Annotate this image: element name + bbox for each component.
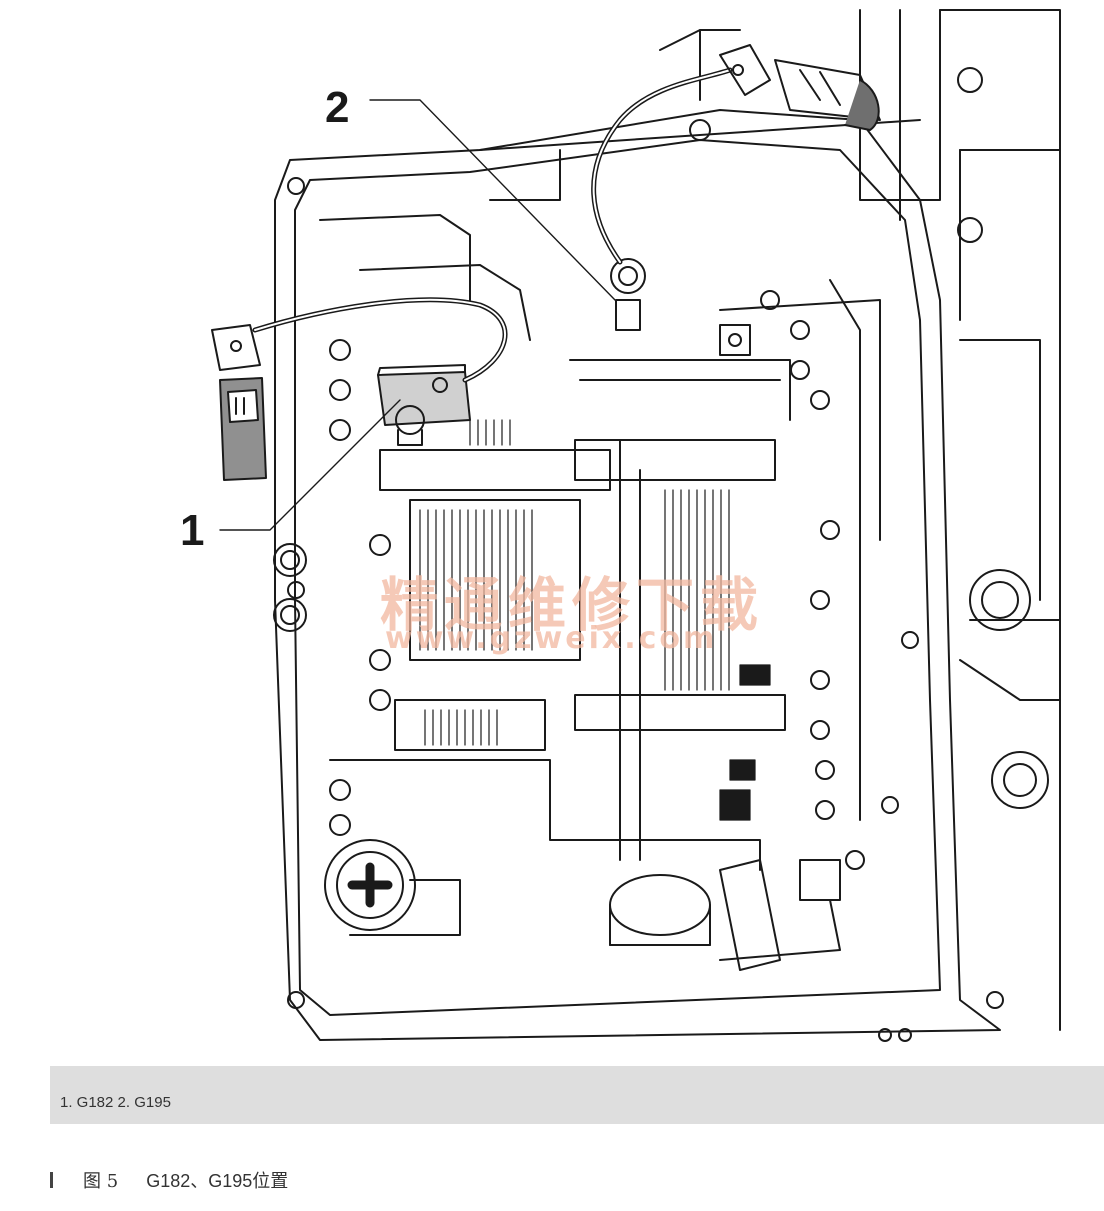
hydraulic-channels [319, 214, 881, 961]
accumulator-left [324, 839, 461, 936]
watermark-text: 精通维修下载 [380, 571, 764, 639]
legend-text: 1. G182 2. G195 [60, 1094, 171, 1111]
watermark-url: www.gzweix.com [385, 621, 717, 656]
accumulator-middle [609, 859, 781, 971]
valve-body-plate [273, 109, 1004, 1041]
legend-band: 1. G182 2. G195 [50, 1066, 1104, 1124]
sensor-g195 [591, 44, 881, 331]
figure-number: 图 5 [83, 1171, 119, 1192]
callout-leaders [219, 99, 616, 531]
callout-2: 2 [325, 83, 349, 132]
left-passage-holes [329, 339, 391, 836]
bolts [878, 796, 912, 1042]
figure-caption: 图 5 G182、G195位置 [50, 1166, 288, 1194]
figure-title: G182、G195位置 [146, 1171, 289, 1191]
valve-body-diagram: 1 2 精通维修下载 www.gzweix.com [180, 9, 1061, 1042]
transmission-housing [479, 9, 1061, 1031]
sensor-g182 [211, 297, 508, 481]
caption-bar-marker [50, 1172, 53, 1188]
spool-stacks [419, 419, 771, 821]
right-passage-holes [760, 290, 865, 870]
callout-1: 1 [180, 506, 204, 555]
